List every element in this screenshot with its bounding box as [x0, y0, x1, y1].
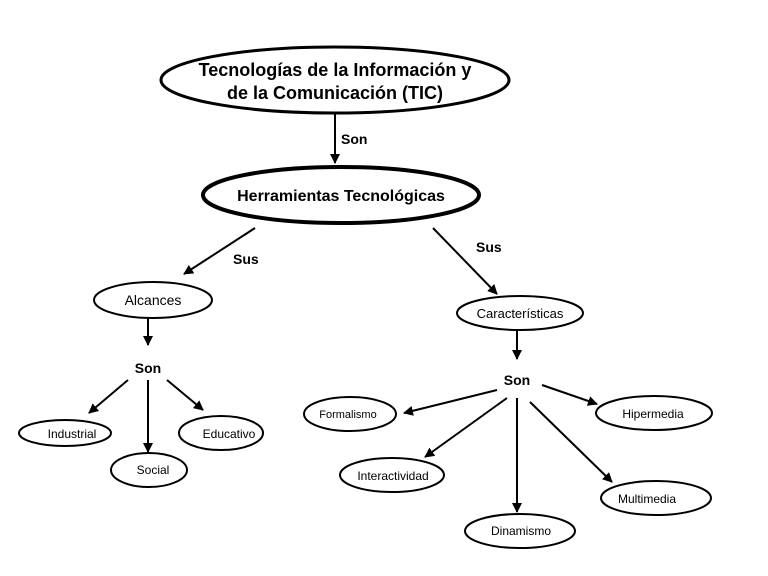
node-formalismo-label: Formalismo	[319, 409, 376, 421]
node-social: Social	[110, 452, 188, 488]
arrow-son-to-hipermedia	[541, 384, 598, 406]
label-sus-right: Sus	[476, 239, 502, 255]
arrow-herramientas-to-caracteristicas	[432, 227, 498, 295]
arrow-son-to-interactividad	[424, 397, 508, 458]
arrow-son-to-industrial	[88, 379, 129, 414]
node-tic-line2: de la Comunicación (TIC)	[227, 83, 443, 103]
node-multimedia: Multimedia	[600, 480, 712, 516]
node-dinamismo: Dinamismo	[464, 513, 576, 549]
node-alcances-label: Alcances	[125, 292, 182, 308]
arrow-son-to-formalismo	[403, 389, 498, 416]
node-tic: Tecnologías de la Información y de la Co…	[159, 45, 511, 115]
node-industrial: Industrial	[18, 419, 112, 447]
node-dinamismo-label: Dinamismo	[491, 524, 551, 538]
node-tic-line1: Tecnologías de la Información y	[199, 60, 472, 80]
node-formalismo: Formalismo	[303, 396, 397, 432]
node-social-label: Social	[137, 463, 170, 477]
label-son-right: Son	[504, 372, 530, 388]
node-caracteristicas-label: Características	[477, 306, 564, 321]
label-son-top: Son	[341, 131, 367, 147]
node-hipermedia-label: Hipermedia	[622, 407, 684, 421]
arrow-son-to-educativo	[166, 379, 204, 411]
node-multimedia-label: Multimedia	[618, 492, 676, 506]
node-herramientas: Herramientas Tecnológicas	[201, 165, 481, 225]
node-industrial-label: Industrial	[48, 427, 97, 441]
node-herramientas-label: Herramientas Tecnológicas	[237, 188, 445, 205]
node-educativo: Educativo	[178, 415, 264, 451]
node-hipermedia: Hipermedia	[595, 395, 713, 431]
node-alcances: Alcances	[93, 281, 213, 319]
node-interactividad: Interactividad	[339, 457, 445, 493]
node-educativo-label: Educativo	[203, 427, 256, 441]
node-interactividad-label: Interactividad	[357, 469, 428, 483]
arrow-son-to-multimedia	[529, 401, 613, 483]
node-caracteristicas: Características	[456, 295, 584, 331]
label-sus-left: Sus	[233, 251, 259, 267]
label-son-left: Son	[135, 360, 161, 376]
arrow-herramientas-to-alcances	[183, 227, 256, 275]
connectors	[88, 113, 613, 513]
